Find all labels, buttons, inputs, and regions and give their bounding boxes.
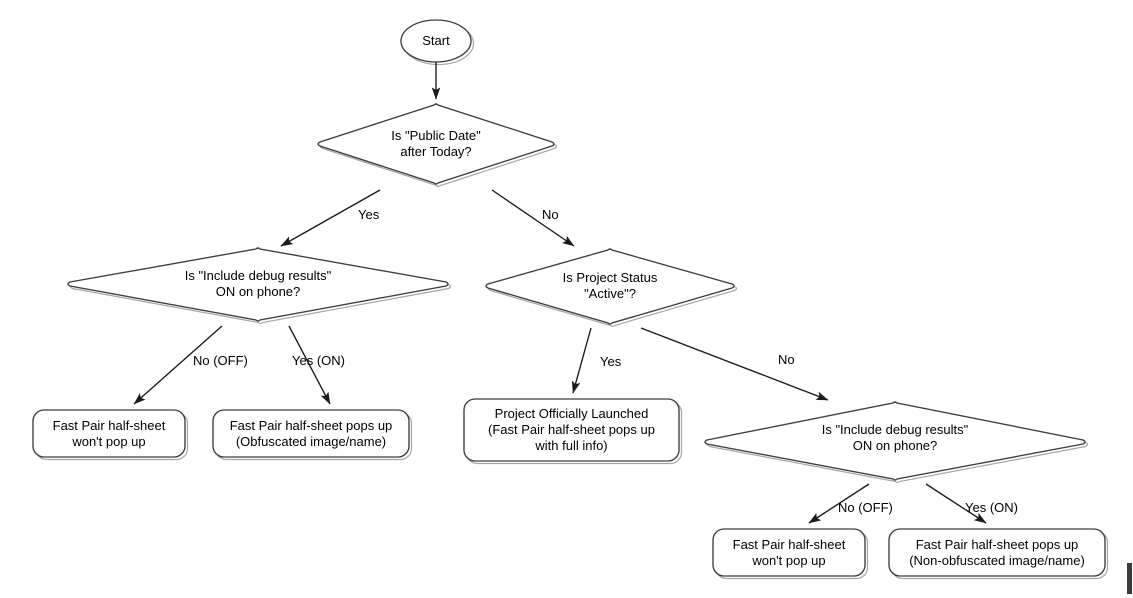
edge-label-debug-right-no: No (OFF) xyxy=(838,500,893,515)
edge-label-public-date-no: No xyxy=(542,207,559,222)
edge-project-status-no xyxy=(640,327,829,401)
node-terminal-right-off[interactable] xyxy=(712,528,866,577)
edge-label-debug-left-yes: Yes (ON) xyxy=(292,353,345,368)
node-terminal-right-on[interactable] xyxy=(888,528,1106,577)
edge-label-project-status-no: No xyxy=(778,352,795,367)
edge-label-debug-left-no: No (OFF) xyxy=(193,353,248,368)
node-decision-debug-left[interactable] xyxy=(67,247,449,322)
edge-debug-right-no xyxy=(808,483,870,524)
edge-debug-left-yes xyxy=(288,325,331,405)
edge-debug-left-no xyxy=(133,325,223,405)
page-edge-artifact xyxy=(1127,563,1132,594)
node-start[interactable] xyxy=(400,19,472,63)
node-terminal-left-off[interactable] xyxy=(32,409,186,458)
node-terminal-launched[interactable] xyxy=(463,398,680,462)
edge-public-date-no xyxy=(491,189,575,247)
flow-connectors xyxy=(133,62,987,524)
edge-label-debug-right-yes: Yes (ON) xyxy=(965,500,1018,515)
node-terminal-left-on[interactable] xyxy=(212,409,410,458)
node-decision-debug-right[interactable] xyxy=(704,401,1086,481)
edge-public-date-yes xyxy=(280,189,381,247)
node-decision-public-date[interactable] xyxy=(317,103,555,185)
node-decision-project-status[interactable] xyxy=(485,248,735,325)
edge-debug-right-yes xyxy=(925,483,987,524)
edge-project-status-yes xyxy=(571,327,592,394)
edge-label-project-status-yes: Yes xyxy=(600,354,622,369)
edge-label-public-date-yes: Yes xyxy=(358,207,380,222)
